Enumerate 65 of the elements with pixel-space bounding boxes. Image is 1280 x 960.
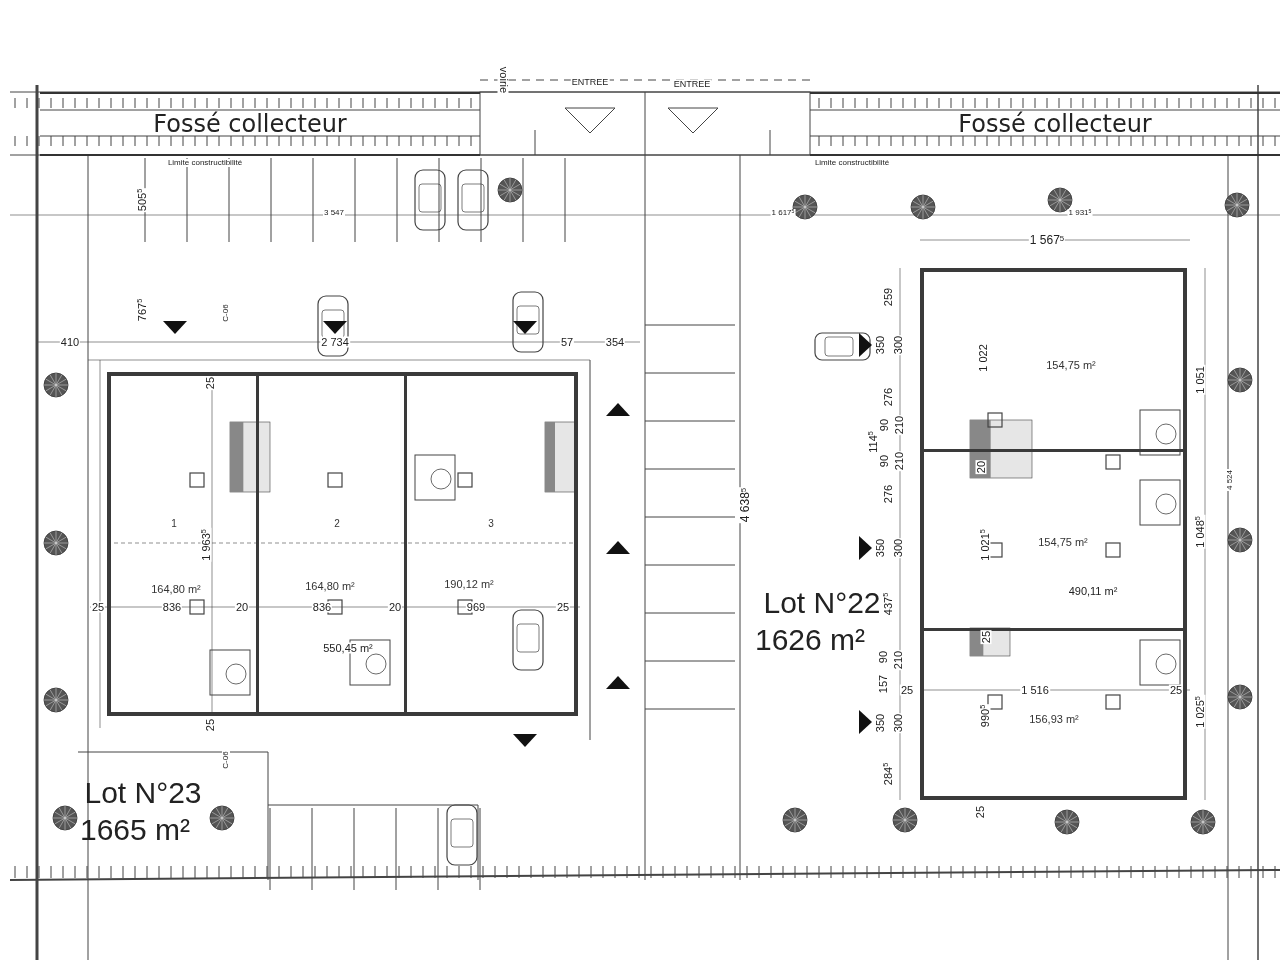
dimension-text: 25	[1168, 684, 1184, 696]
dimension-text: 20	[234, 601, 250, 613]
dimension-text: 350	[874, 334, 886, 356]
dimension-text: 1 022	[977, 343, 989, 373]
unit-number: 2	[334, 519, 340, 529]
floor-area: 490,11 m²	[1067, 585, 1119, 597]
dimension-text: 259	[882, 286, 894, 308]
floor-area: 190,12 m²	[444, 578, 494, 590]
dimension-text: 1 567$^{5}$	[1028, 234, 1066, 246]
ditch-band	[810, 92, 1280, 156]
ditch-band	[40, 92, 480, 156]
dimension-text: 90	[878, 417, 890, 433]
lot-label: 1665 m²	[78, 815, 192, 845]
dimension-text: 25	[204, 375, 216, 391]
lot-label: 1626 m²	[753, 625, 867, 655]
dimension-text: 1 617$^{5}$	[770, 209, 796, 217]
dimension-text: 3 547	[323, 209, 345, 217]
lot-label: Lot N°22	[762, 588, 882, 618]
dimension-text: 350	[874, 537, 886, 559]
unit-number: 1	[171, 519, 177, 529]
dimension-text: 90	[877, 649, 889, 665]
dimension-text: 20	[387, 601, 403, 613]
dimension-text: 210	[893, 450, 905, 472]
dimension-text: C-06	[222, 303, 230, 323]
dimension-text: 1 516	[1020, 684, 1050, 696]
dimension-text: 354	[604, 336, 626, 348]
unit-number: 3	[488, 519, 494, 529]
dimension-text: 157	[877, 673, 889, 695]
dimension-text: 410	[59, 336, 81, 348]
dimension-text: 25	[555, 601, 571, 613]
dimension-text: 2 734	[320, 336, 350, 348]
floor-area: 154,75 m²	[1046, 359, 1096, 371]
dimension-text: 25	[899, 684, 915, 696]
dimension-text: 25	[974, 804, 986, 820]
floor-area: 164,80 m²	[151, 583, 201, 595]
dimension-text: 276	[882, 386, 894, 408]
dimension-text: 25	[980, 629, 992, 645]
dimension-text: ENTREE	[672, 79, 712, 89]
dimension-text: 300	[892, 712, 904, 734]
dimension-text: 276	[882, 483, 894, 505]
dimension-text: 4 524	[1226, 469, 1234, 491]
dimension-text: 210	[893, 414, 905, 436]
area-label: Fossé collecteur	[958, 112, 1152, 136]
dimension-text: 210	[892, 649, 904, 671]
dimension-text: 1 931$^{5}$	[1067, 209, 1093, 217]
dimension-text: 350	[874, 712, 886, 734]
floor-area: 156,93 m²	[1029, 713, 1079, 725]
area-label: Fossé collecteur	[153, 112, 347, 136]
building-outline	[107, 372, 578, 716]
dimension-text: ENTREE	[570, 77, 610, 87]
floor-area: 164,80 m²	[305, 580, 355, 592]
dimension-text: 300	[892, 334, 904, 356]
dimension-text: 300	[892, 537, 904, 559]
dimension-text: 836	[161, 601, 183, 613]
dimension-text: 20	[975, 459, 987, 475]
dimension-text: C-06	[222, 750, 230, 770]
lot-label: Lot N°23	[83, 778, 203, 808]
dimension-text: 90	[878, 453, 890, 469]
dimension-text: 1 051	[1194, 365, 1206, 395]
dimension-text: 57	[559, 336, 575, 348]
dimension-text: 969	[465, 601, 487, 613]
floor-area: 550,45 m²	[322, 642, 374, 654]
floor-area: 154,75 m²	[1038, 536, 1088, 548]
dimension-text: 836	[311, 601, 333, 613]
dimension-text: voirie	[497, 65, 509, 95]
